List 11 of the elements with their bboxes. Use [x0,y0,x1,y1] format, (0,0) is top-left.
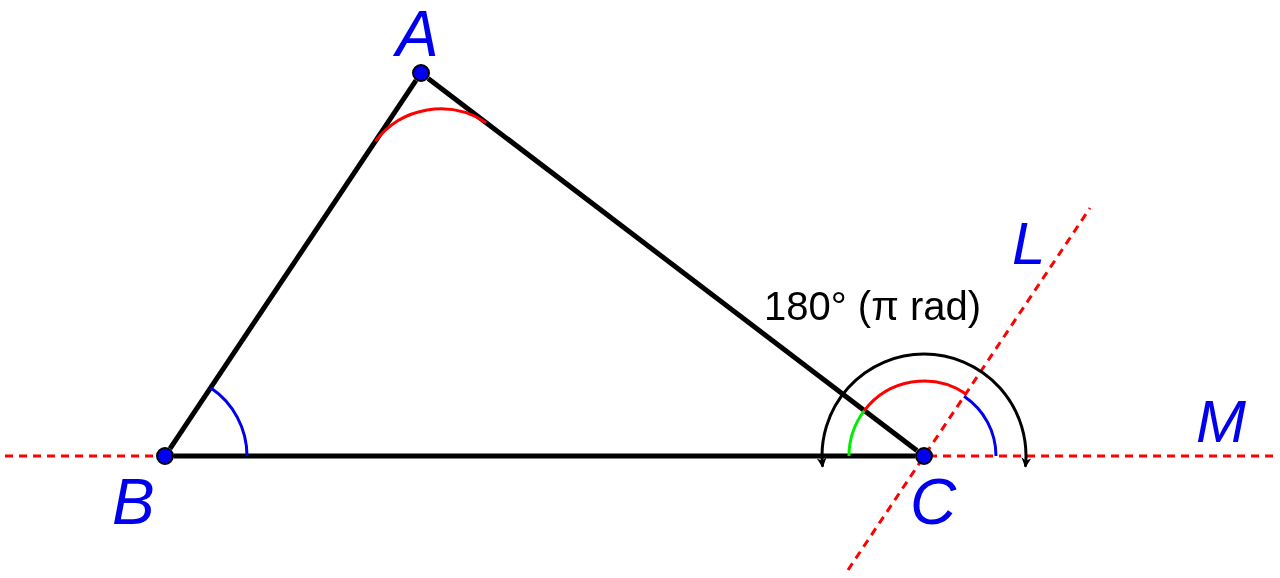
vertex-point [156,447,174,465]
vertex-point [412,64,430,82]
line-label: M [1196,392,1246,452]
vertex-label: C [910,470,957,534]
line-label: L [1012,214,1046,274]
triangle-side [426,76,919,453]
vertex-point [915,447,933,465]
angle-label: 180° (π rad) [764,286,981,326]
triangle-side [167,79,419,450]
triangle-side [174,453,915,459]
vertex-label: B [112,470,155,534]
